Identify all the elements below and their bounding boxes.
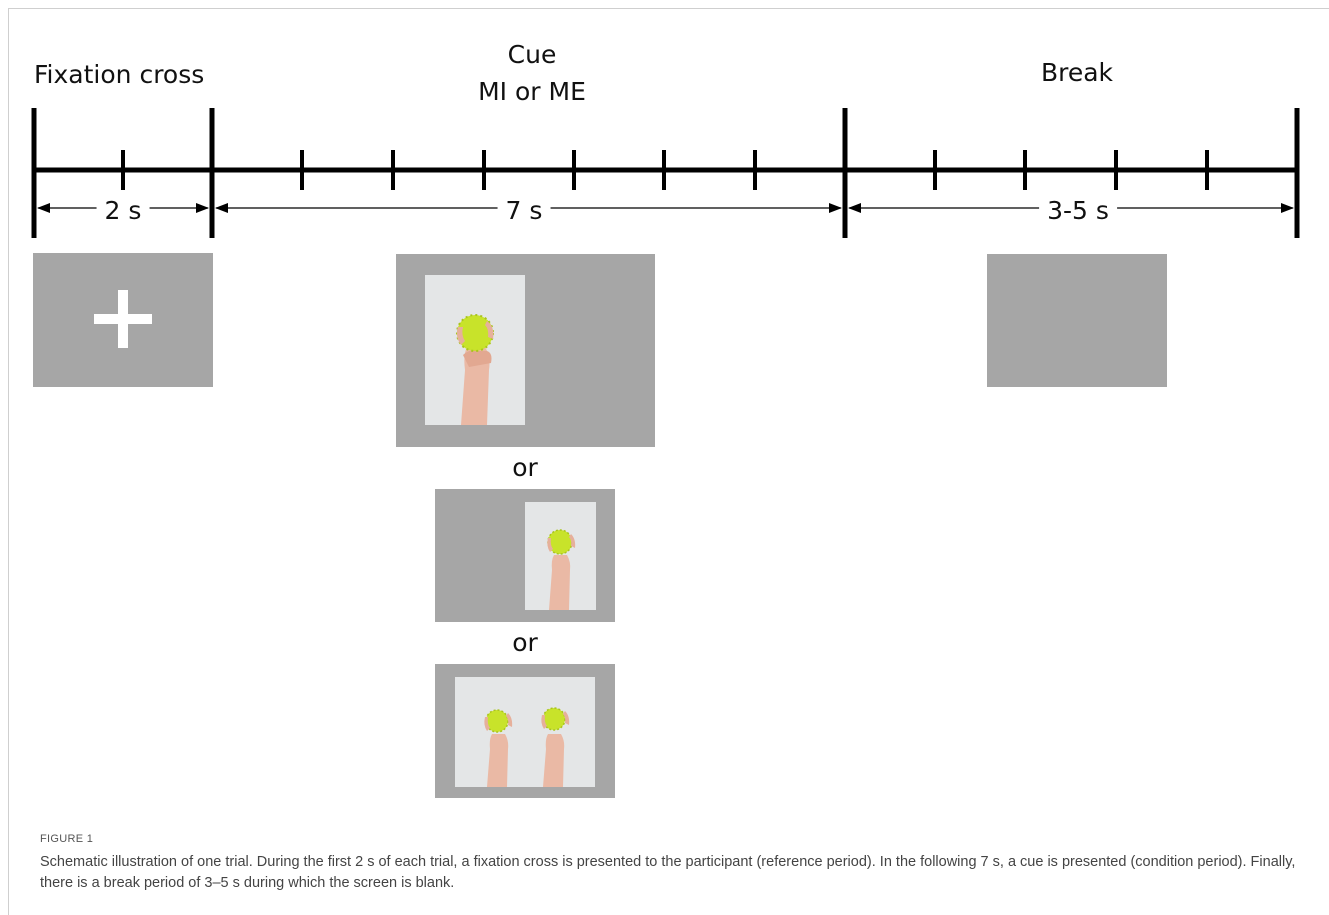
timeline-ticks xyxy=(121,150,1209,190)
cue-screen-left-hand xyxy=(396,254,655,447)
fixation-label: Fixation cross xyxy=(34,60,205,89)
fixation-screen xyxy=(33,253,213,387)
cue-screen-right-hand xyxy=(435,489,615,622)
or-label: or xyxy=(512,628,538,657)
duration-break: 3-5 s xyxy=(1039,196,1117,225)
arrowheads xyxy=(37,203,1294,213)
cue-label: Cue xyxy=(507,40,557,69)
ball-icon xyxy=(457,315,493,351)
figure-frame xyxy=(8,8,1329,915)
duration-cue: 7 s xyxy=(497,196,551,225)
hands-ball-image xyxy=(455,677,595,787)
figure-label: FIGURE 1 xyxy=(40,833,94,845)
figure-caption: Schematic illustration of one trial. Dur… xyxy=(40,854,1296,891)
break-label: Break xyxy=(1040,58,1114,87)
ball-icon xyxy=(486,710,508,732)
hand-ball-image xyxy=(525,502,596,610)
timeline xyxy=(31,108,1300,238)
or-label: or xyxy=(512,453,538,482)
duration-fixation: 2 s xyxy=(96,196,150,225)
cue-condition-label: MI or ME xyxy=(478,77,586,106)
ball-icon xyxy=(548,530,572,554)
ball-icon xyxy=(543,708,565,730)
cue-screen-both-hands xyxy=(435,664,615,798)
hand-ball-image xyxy=(425,275,525,425)
break-screen xyxy=(987,254,1167,387)
